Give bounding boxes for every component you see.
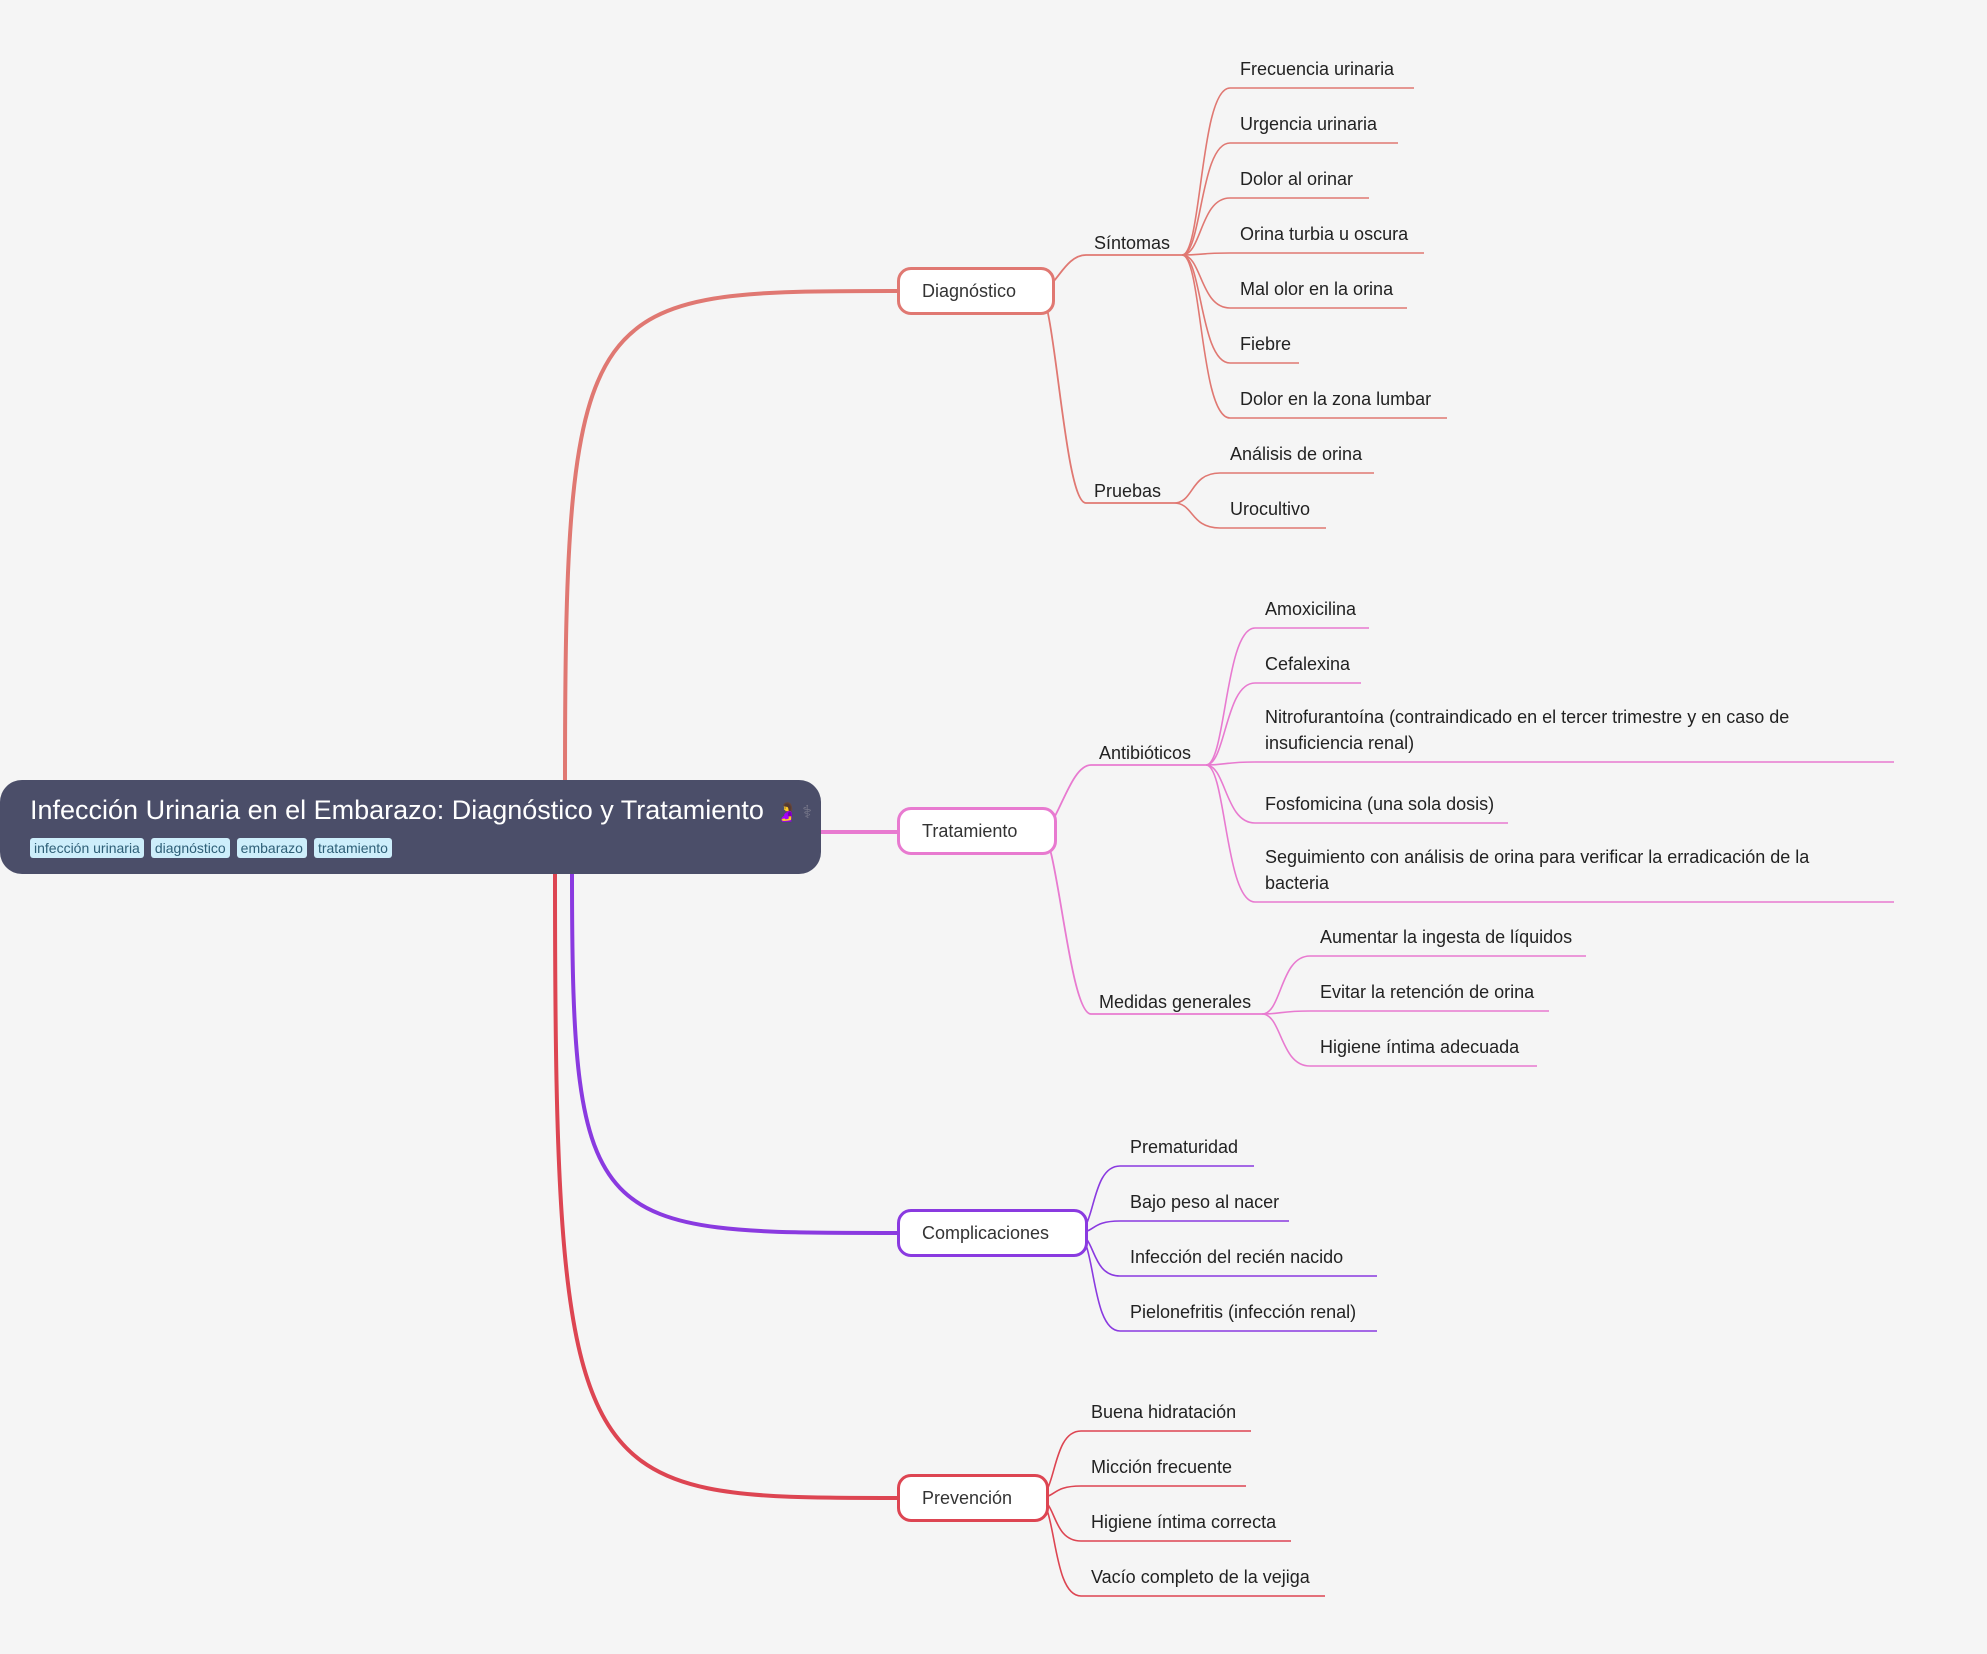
leaf-link-aumentar-la-ingesta-de-liquidos: [1261, 955, 1311, 1015]
branch-tratamiento[interactable]: Tratamiento: [897, 807, 1057, 855]
leaf-buena-hidratacion[interactable]: Buena hidratación: [1091, 1402, 1237, 1422]
branch-prevencion[interactable]: Prevención: [897, 1474, 1049, 1522]
leaf-link-nitrofurantoina-contraindicado-en-el-ter: [1205, 761, 1256, 766]
leaf-fosfomicina-una-sola-dosis[interactable]: Fosfomicina (una sola dosis): [1265, 794, 1495, 814]
leaf-evitar-la-retencion-de-orina[interactable]: Evitar la retención de orina: [1320, 982, 1535, 1002]
leaf-dolor-al-orinar[interactable]: Dolor al orinar: [1240, 169, 1354, 189]
leaf-link-urgencia-urinaria: [1181, 142, 1231, 256]
leaf-link-analisis-de-orina: [1173, 472, 1221, 504]
leaf-analisis-de-orina[interactable]: Análisis de orina: [1230, 444, 1363, 464]
branch-complicaciones[interactable]: Complicaciones: [897, 1209, 1088, 1257]
tag-tratamiento[interactable]: tratamiento: [313, 837, 392, 858]
pregnant-woman-icon: 🤰: [775, 801, 799, 822]
leaf-bajo-peso-al-nacer[interactable]: Bajo peso al nacer: [1130, 1192, 1280, 1212]
leaf-pielonefritis-infeccion-renal[interactable]: Pielonefritis (infección renal): [1130, 1302, 1357, 1322]
leaf-urgencia-urinaria[interactable]: Urgencia urinaria: [1240, 114, 1378, 134]
leaf-miccion-frecuente[interactable]: Micción frecuente: [1091, 1457, 1233, 1477]
leaf-urocultivo[interactable]: Urocultivo: [1230, 499, 1311, 519]
root-link-prevencion: [553, 873, 898, 1500]
leaf-dolor-en-la-zona-lumbar[interactable]: Dolor en la zona lumbar: [1240, 389, 1432, 409]
leaf-link-amoxicilina: [1205, 627, 1256, 766]
root-title: Infección Urinaria en el Embarazo: Diagn…: [30, 795, 764, 825]
leaf-link-mal-olor-en-la-orina: [1181, 254, 1231, 309]
subtopic-medidas[interactable]: Medidas generales: [1099, 992, 1252, 1012]
leaf-higiene-intima-correcta[interactable]: Higiene íntima correcta: [1091, 1512, 1277, 1532]
medical-staff-icon: ⚕: [802, 801, 813, 822]
leaf-link-seguimiento-con-analisis-de-orina-para-v: [1205, 764, 1256, 903]
leaf-aumentar-la-ingesta-de-liquidos[interactable]: Aumentar la ingesta de líquidos: [1320, 927, 1573, 947]
leaf-link-orina-turbia-u-oscura: [1181, 252, 1231, 256]
leaf-higiene-intima-adecuada[interactable]: Higiene íntima adecuada: [1320, 1037, 1520, 1057]
tag-diagnostico[interactable]: diagnóstico: [150, 837, 230, 858]
leaf-cefalexina[interactable]: Cefalexina: [1265, 654, 1351, 674]
subtopic-antibioticos[interactable]: Antibióticos: [1099, 743, 1192, 763]
root-title-row: Infección Urinaria en el Embarazo: Diagn…: [30, 792, 821, 830]
leaf-link-urocultivo: [1173, 502, 1221, 529]
root-link-complicaciones: [570, 873, 898, 1235]
leaf-mal-olor-en-la-orina[interactable]: Mal olor en la orina: [1240, 279, 1394, 299]
root-topic[interactable]: Infección Urinaria en el Embarazo: Diagn…: [0, 780, 821, 874]
leaf-link-frecuencia-urinaria: [1181, 87, 1231, 256]
leaf-link-higiene-intima-adecuada: [1261, 1013, 1311, 1067]
leaf-link-fosfomicina-una-sola-dosis: [1205, 764, 1256, 824]
leaf-frecuencia-urinaria[interactable]: Frecuencia urinaria: [1240, 59, 1395, 79]
tag-embarazo[interactable]: embarazo: [236, 837, 307, 858]
leaf-prematuridad[interactable]: Prematuridad: [1130, 1137, 1239, 1157]
subtopic-sintomas[interactable]: Síntomas: [1094, 233, 1171, 253]
branch-diagnostico[interactable]: Diagnóstico: [897, 267, 1055, 315]
leaf-seguimiento-con-analisis-de-orina-para-v[interactable]: Seguimiento con análisis de orina para v…: [1265, 847, 1810, 893]
leaf-link-dolor-en-la-zona-lumbar: [1181, 254, 1231, 419]
leaf-nitrofurantoina-contraindicado-en-el-ter[interactable]: Nitrofurantoína (contraindicado en el te…: [1265, 707, 1790, 753]
leaf-link-cefalexina: [1205, 682, 1256, 766]
leaf-amoxicilina[interactable]: Amoxicilina: [1265, 599, 1357, 619]
leaf-infeccion-del-recien-nacido[interactable]: Infección del recién nacido: [1130, 1247, 1344, 1267]
leaf-link-fiebre: [1181, 254, 1231, 364]
root-tags: infección urinaria diagnóstico embarazo tra…: [30, 837, 821, 858]
sub-link-pruebas: [1038, 290, 1087, 504]
leaf-orina-turbia-u-oscura[interactable]: Orina turbia u oscura: [1240, 224, 1409, 244]
leaf-vacio-completo-de-la-vejiga[interactable]: Vacío completo de la vejiga: [1091, 1567, 1310, 1587]
root-link-diagnostico: [563, 289, 898, 781]
tag-infeccion-urinaria[interactable]: infección urinaria: [30, 837, 144, 858]
sub-link-medidas: [1040, 830, 1092, 1015]
root-icons: 🤰⚕: [776, 794, 812, 830]
leaf-link-dolor-al-orinar: [1181, 197, 1231, 256]
leaf-link-evitar-la-retencion-de-orina: [1261, 1010, 1311, 1015]
leaf-fiebre[interactable]: Fiebre: [1240, 334, 1292, 354]
subtopic-pruebas[interactable]: Pruebas: [1094, 481, 1162, 501]
